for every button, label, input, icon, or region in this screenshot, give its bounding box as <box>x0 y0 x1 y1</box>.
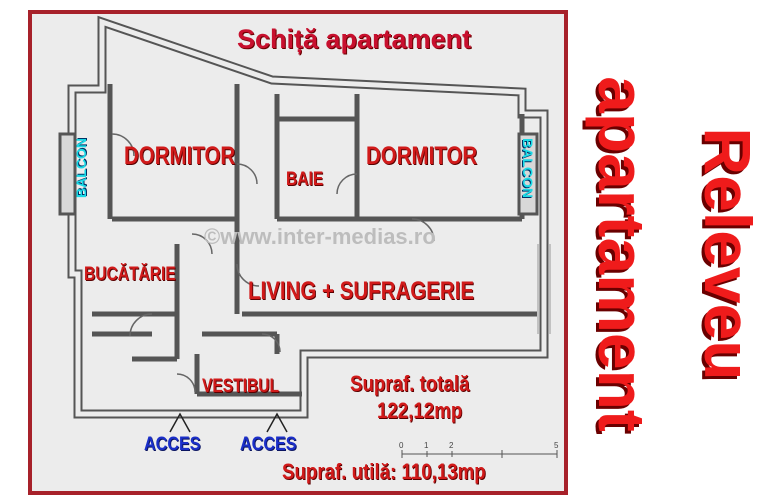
balcony-left <box>58 132 77 216</box>
area-total-label: Supraf. totală <box>350 371 470 396</box>
door-swing <box>411 218 435 242</box>
scale-tick-label: 5 <box>554 441 559 450</box>
room-label-baie: BAIE <box>286 169 324 190</box>
area-util-label: Supraf. utilă: 110,13mp <box>282 459 486 484</box>
door-swing <box>191 233 213 255</box>
access-arrow-right <box>266 412 288 433</box>
floor-plan-frame: 0 1 2 5 Schiță apartament ©www.inter-med… <box>28 10 568 495</box>
access-arrow-left <box>169 412 191 433</box>
room-label-dormitor-right: DORMITOR <box>366 142 478 170</box>
room-label-vestibul: VESTIBUL <box>202 376 280 397</box>
room-label-living: LIVING + SUFRAGERIE <box>248 277 475 305</box>
scale-tick-label: 1 <box>424 441 429 450</box>
door-swing <box>236 163 258 185</box>
door-swing <box>129 313 153 337</box>
door-swing <box>336 173 358 195</box>
door-swing <box>261 333 281 353</box>
area-total-value: 122,12mp <box>377 398 463 423</box>
access-label-left: ACCES <box>144 434 201 455</box>
balcony-right <box>517 132 539 216</box>
watermark: ©www.inter-medias.ro <box>204 224 436 249</box>
scale-tick-label: 0 <box>399 441 404 450</box>
plan-title: Schiță apartament <box>237 24 472 54</box>
room-label-dormitor-left: DORMITOR <box>124 142 236 170</box>
door-swing <box>176 373 196 393</box>
access-label-right: ACCES <box>240 434 297 455</box>
scale-tick-label: 2 <box>449 441 454 450</box>
side-title-apartament: apartament <box>585 76 659 432</box>
side-title-releveu: Releveu <box>691 127 765 381</box>
floor-plan-drawing: 0 1 2 5 <box>58 15 559 458</box>
room-label-bucatarie: BUCĂTĂRIE <box>84 264 176 285</box>
scale-bar <box>401 450 558 458</box>
balcon-label-left: BALCON <box>73 138 89 198</box>
door-swing <box>236 263 260 287</box>
balcon-label-right: BALCON <box>520 138 536 198</box>
door-swing <box>111 133 135 157</box>
